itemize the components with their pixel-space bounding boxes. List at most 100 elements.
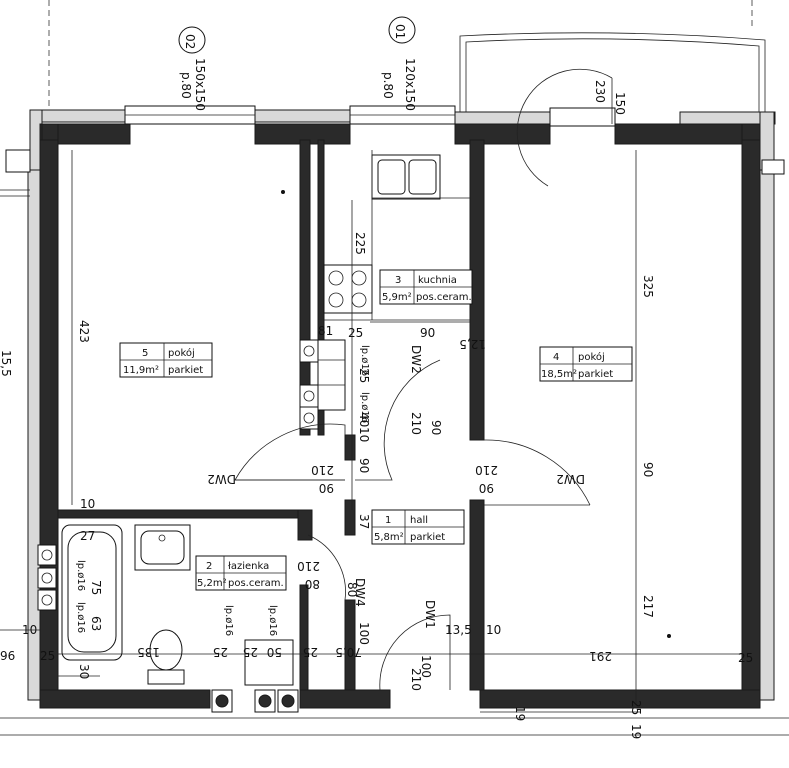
- svg-text:25: 25: [738, 651, 753, 665]
- svg-text:50: 50: [267, 645, 282, 659]
- svg-text:27: 27: [80, 529, 95, 543]
- svg-text:pokój: pokój: [168, 347, 195, 359]
- svg-text:1: 1: [385, 515, 391, 526]
- svg-text:15,5: 15,5: [0, 350, 13, 377]
- svg-text:217: 217: [641, 595, 655, 618]
- svg-text:11,9m²: 11,9m²: [123, 365, 159, 376]
- svg-text:25: 25: [303, 645, 318, 659]
- svg-text:25: 25: [243, 645, 258, 659]
- svg-text:80: 80: [345, 582, 359, 597]
- window-01-size: 120x150: [403, 58, 417, 111]
- svg-text:5,8m²: 5,8m²: [374, 532, 404, 543]
- svg-text:DW4: DW4: [353, 578, 367, 607]
- window-02-sill: p.80: [179, 72, 193, 99]
- svg-text:DW2: DW2: [556, 472, 585, 486]
- right-wall: [741, 139, 785, 701]
- svg-text:pos.ceram.: pos.ceram.: [228, 578, 284, 589]
- svg-text:19: 19: [513, 706, 527, 721]
- svg-text:90: 90: [420, 326, 435, 340]
- svg-text:210: 210: [475, 463, 498, 477]
- svg-text:75: 75: [89, 580, 103, 595]
- svg-text:25: 25: [629, 700, 643, 715]
- svg-text:2: 2: [206, 561, 212, 572]
- svg-text:90: 90: [319, 481, 334, 495]
- svg-text:210: 210: [409, 412, 423, 435]
- window-02-number: 02: [183, 34, 197, 49]
- svg-text:lp.ø16: lp.ø16: [75, 602, 86, 633]
- window-02: 02 150x150 p.80: [124, 26, 256, 125]
- svg-text:150: 150: [613, 92, 627, 115]
- svg-text:3: 3: [395, 275, 401, 286]
- balcony-bay: 230 150: [459, 32, 766, 187]
- svg-text:lp.ø16: lp.ø16: [267, 605, 278, 636]
- svg-text:25: 25: [40, 649, 55, 663]
- kitchen-fittings: [323, 150, 470, 321]
- svg-text:25: 25: [348, 326, 363, 340]
- room-4-label: 4 pokój 18,5m² parkiet: [539, 346, 633, 382]
- room-1-label: 1 hall 5,8m² parkiet: [371, 509, 465, 545]
- svg-text:13,5: 13,5: [445, 623, 472, 637]
- svg-text:pokój: pokój: [578, 351, 605, 363]
- svg-text:parkiet: parkiet: [578, 369, 613, 380]
- svg-text:5,9m²: 5,9m²: [382, 292, 412, 303]
- svg-text:lp.ø16: lp.ø16: [223, 605, 234, 636]
- svg-text:90: 90: [641, 462, 655, 477]
- svg-text:pos.ceram.: pos.ceram.: [416, 292, 472, 303]
- room-3-label: 3 kuchnia 5,9m² pos.ceram.: [379, 269, 473, 305]
- svg-text:100: 100: [419, 655, 433, 678]
- svg-text:25: 25: [213, 645, 228, 659]
- svg-text:81: 81: [318, 324, 333, 338]
- svg-text:10: 10: [357, 427, 371, 442]
- svg-text:hall: hall: [410, 515, 428, 526]
- svg-text:lp.ø16: lp.ø16: [359, 392, 370, 423]
- svg-text:parkiet: parkiet: [168, 365, 203, 376]
- svg-text:230: 230: [593, 80, 607, 103]
- dimension-lines: [0, 150, 742, 713]
- svg-text:lp.ø16: lp.ø16: [359, 345, 370, 376]
- svg-text:325: 325: [641, 275, 655, 298]
- room-2-label: 2 łazienka 5,2m² pos.ceram.: [195, 555, 287, 591]
- window-01: 01 120x150 p.80: [349, 16, 456, 125]
- svg-text:parkiet: parkiet: [410, 532, 445, 543]
- svg-text:12,5: 12,5: [459, 337, 486, 351]
- svg-text:lp.ø16: lp.ø16: [75, 560, 86, 591]
- left-wall: 15,5: [0, 139, 59, 701]
- svg-text:210: 210: [409, 668, 423, 691]
- room-5-label: 5 pokój 11,9m² parkiet: [119, 342, 213, 378]
- svg-text:5: 5: [142, 348, 148, 359]
- dimension-texts: 4 2 3 325 225 81 25 90 12,5 25 40 10 210 9…: [0, 232, 753, 739]
- svg-text:kuchnia: kuchnia: [418, 275, 457, 286]
- svg-text:90: 90: [429, 420, 443, 435]
- svg-text:70,5: 70,5: [335, 645, 362, 659]
- svg-text:10: 10: [80, 497, 95, 511]
- svg-text:łazienka: łazienka: [228, 561, 269, 572]
- svg-text:4: 4: [553, 352, 559, 363]
- svg-text:10: 10: [486, 623, 501, 637]
- duct-column: lp.ø16 lp.ø16: [299, 339, 370, 430]
- svg-text:90: 90: [479, 481, 494, 495]
- svg-text:DW1: DW1: [423, 600, 437, 629]
- window-02-size: 150x150: [193, 58, 207, 111]
- svg-text:19: 19: [629, 724, 643, 739]
- window-01-number: 01: [393, 24, 407, 39]
- svg-text:25: 25: [357, 368, 371, 383]
- svg-text:10: 10: [22, 623, 37, 637]
- svg-text:225: 225: [353, 232, 367, 255]
- svg-text:40: 40: [357, 412, 371, 427]
- svg-text:291: 291: [589, 649, 612, 663]
- bathroom-fittings: lp.ø16 lp.ø16 lp.ø16 lp.ø16: [37, 524, 299, 713]
- svg-text:135: 135: [137, 645, 160, 659]
- svg-text:80: 80: [305, 577, 320, 591]
- svg-text:DW2: DW2: [409, 345, 423, 374]
- interior-walls: [57, 139, 485, 691]
- svg-text:37: 37: [357, 514, 371, 529]
- svg-text:96: 96: [0, 649, 15, 663]
- ceiling-marks: [281, 190, 671, 638]
- top-grid-lines: [48, 0, 753, 110]
- svg-text:210: 210: [311, 463, 334, 477]
- exterior-wall-top: [29, 109, 776, 175]
- svg-text:30: 30: [77, 664, 91, 679]
- svg-text:210: 210: [297, 559, 320, 573]
- bottom-wall: [0, 689, 789, 736]
